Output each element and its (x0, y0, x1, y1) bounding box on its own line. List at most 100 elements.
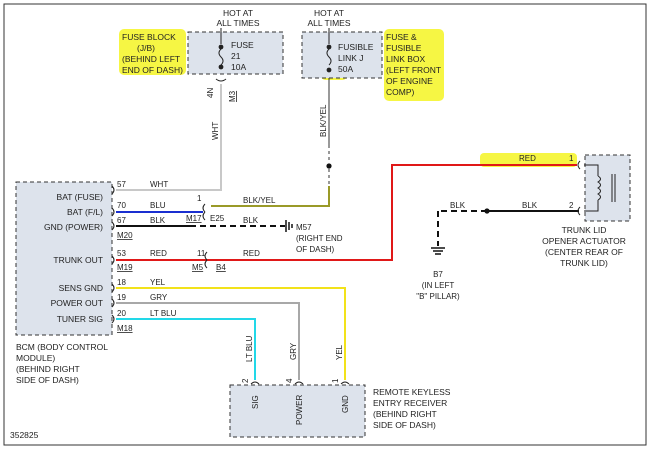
fusible-link-label-1: FUSIBLE (338, 42, 374, 52)
bcm-pin-70-hook (111, 207, 115, 217)
receiver-label-sig: SIG (251, 395, 260, 409)
trunk-actuator-caption-3: (CENTER REAR OF (545, 247, 623, 257)
bcm-pin-20-hook (111, 314, 115, 324)
bcm-caption-2: MODULE) (16, 353, 55, 363)
connector-m3-pin: 4N (206, 88, 215, 98)
ground-b7-caption-2: "B" PILLAR) (416, 292, 460, 301)
trunk-actuator-caption-2: OPENER ACTUATOR (542, 236, 626, 246)
bcm-connector-m19: M19 (117, 263, 133, 272)
fusible-link-terminal-bottom (326, 67, 332, 73)
connector-m5-pin: 11 (197, 249, 206, 258)
bcm-pin-53: 53 (117, 249, 126, 258)
wire-red-bcm-label: RED (150, 249, 167, 258)
receiver-pin-2-hook (250, 381, 260, 385)
bcm-pin-67-hook (111, 221, 115, 231)
keyless-receiver-box (229, 384, 366, 438)
wire-wht-vertical-label: WHT (211, 122, 220, 140)
receiver-label-gnd: GND (341, 395, 350, 413)
fuse-21-icon (218, 48, 224, 66)
connector-m5-id: M5 (192, 263, 204, 272)
wire-blk-yel-vertical-label: BLK/YEL (319, 104, 328, 137)
connector-m3-icon (215, 78, 227, 82)
bcm-box (15, 181, 113, 336)
wire-wht (116, 84, 222, 191)
fuse-block-box (187, 31, 284, 75)
fuse-21-terminal-top (218, 44, 224, 50)
wire-blk-junction-label: BLK (243, 216, 259, 225)
wire-blk-yel (211, 186, 330, 207)
junction-blk-actuator (484, 208, 490, 214)
bcm-pin-20: 20 (117, 309, 126, 318)
wire-lt-blu-receiver-label: LT BLU (245, 335, 254, 362)
wire-red-mid-label: RED (243, 249, 260, 258)
fuse-block-caption-3: (BEHIND LEFT (122, 54, 180, 64)
connector-b4-icon (204, 259, 208, 269)
connector-m3-id: M3 (228, 90, 237, 102)
connector-m5-icon (204, 251, 208, 261)
fuse-21-label-2: 21 (231, 51, 241, 61)
receiver-label-power: POWER (295, 395, 304, 425)
keyless-receiver-caption-1: REMOTE KEYLESS (373, 387, 451, 397)
bcm-pin-label-gnd-power: GND (POWER) (44, 222, 103, 232)
junction-blk-yel (326, 163, 332, 169)
trunk-actuator-lead-2 (584, 200, 599, 212)
fuse-21-label-1: FUSE (231, 40, 254, 50)
bcm-pin-label-bat-fl: BAT (F/L) (67, 207, 103, 217)
wire-blk-actuator-label-b: BLK (522, 201, 538, 210)
connector-b4-id: B4 (216, 263, 226, 272)
fusible-link-box (301, 31, 383, 79)
bcm-pin-label-sens-gnd: SENS GND (59, 283, 103, 293)
bcm-pin-18-hook (111, 283, 115, 293)
keyless-receiver-caption-2: ENTRY RECEIVER (373, 398, 447, 408)
bcm-pin-57: 57 (117, 180, 126, 189)
fuse-21-label-3: 10A (231, 62, 246, 72)
wire-gry-receiver-label: GRY (289, 342, 298, 360)
wire-gry (116, 302, 300, 380)
wire-blu-label: BLU (150, 201, 166, 210)
receiver-pin-4: 4 (285, 378, 294, 383)
bcm-pin-70: 70 (117, 201, 126, 210)
ground-m57-caption-1: (RIGHT END (296, 234, 343, 243)
trunk-actuator-pin-2-hook (577, 206, 581, 216)
fusible-link-hot-label-2: ALL TIMES (308, 18, 351, 28)
bcm-caption-3: (BEHIND RIGHT (16, 364, 80, 374)
bcm-pin-label-tuner-sig: TUNER SIG (57, 314, 103, 324)
ground-m57-id: M57 (296, 223, 312, 232)
wire-wht-bcm-label: WHT (150, 180, 168, 189)
receiver-pin-1-hook (340, 381, 350, 385)
connector-m17-pin: 1 (197, 194, 202, 203)
wire-red (116, 164, 577, 261)
wire-blk-actuator-label-a: BLK (450, 201, 466, 210)
trunk-actuator-pin-1-hook (577, 160, 581, 170)
fusible-link-hot-label-1: HOT AT (314, 8, 344, 18)
connector-e25-id: E25 (210, 214, 225, 223)
diagram-border (3, 3, 647, 446)
red-wire-highlight (480, 153, 577, 167)
bcm-pin-19: 19 (117, 293, 126, 302)
fusible-link-terminal-top (326, 44, 332, 50)
bcm-pin-53-hook (111, 255, 115, 265)
trunk-actuator-pin-1: 1 (569, 154, 574, 163)
trunk-actuator-caption-1: TRUNK LID (562, 225, 607, 235)
fusible-link-caption-5: OF ENGINE (386, 76, 433, 86)
solenoid-coil-icon (597, 175, 601, 201)
bcm-connector-m18: M18 (117, 324, 133, 333)
wire-yel-bcm-label: YEL (150, 278, 166, 287)
figure-number: 352825 (10, 430, 39, 440)
trunk-actuator-caption-4: TRUNK LID) (560, 258, 608, 268)
fuse-block-caption-1: FUSE BLOCK (122, 32, 176, 42)
bcm-pin-57-hook (111, 185, 115, 195)
receiver-pin-4-hook (294, 381, 304, 385)
fuse-block-caption-4: END OF DASH) (122, 65, 183, 75)
wire-lt-blu (116, 318, 256, 380)
fusible-link-label-3: 50A (338, 64, 353, 74)
fusible-link-caption-4: (LEFT FRONT (386, 65, 441, 75)
fuse-block-caption-2: (J/B) (137, 43, 155, 53)
fusible-link-caption-2: FUSIBLE (386, 43, 422, 53)
wire-blk-yel-horizontal-label: BLK/YEL (243, 196, 276, 205)
fuse-block-caption-highlight (119, 29, 186, 75)
connector-e25-icon (202, 211, 206, 221)
fusible-link-icon (326, 48, 332, 66)
bcm-pin-19-hook (111, 298, 115, 308)
